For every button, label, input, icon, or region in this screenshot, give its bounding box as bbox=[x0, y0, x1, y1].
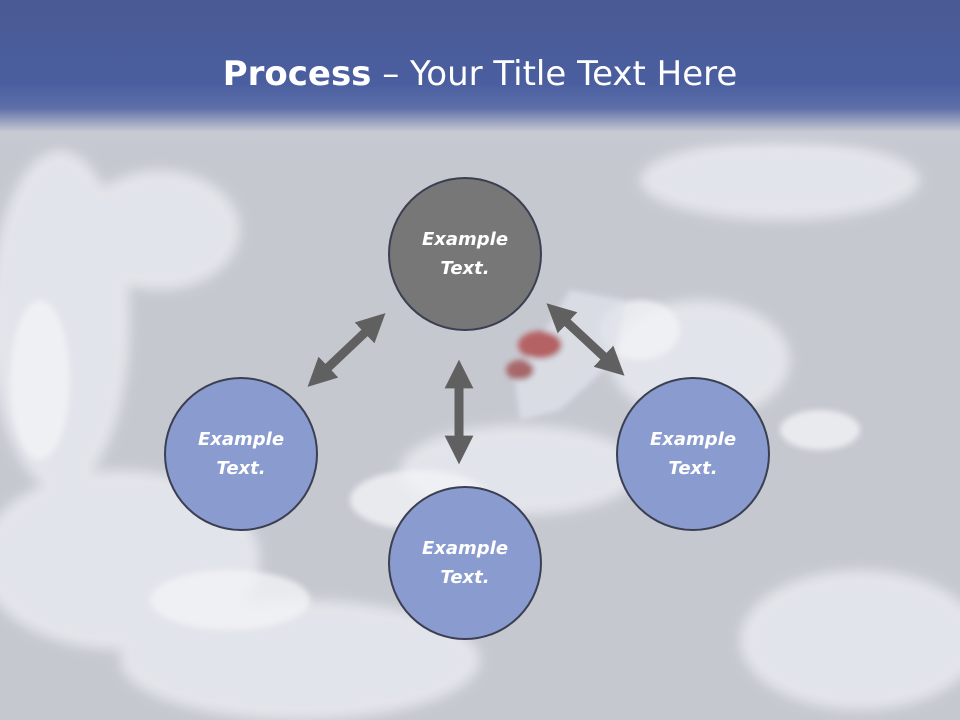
node-top[interactable]: Example Text. bbox=[388, 177, 542, 331]
node-left-label: Example Text. bbox=[197, 429, 285, 479]
node-top-label: Example Text. bbox=[421, 229, 509, 279]
arrow-top-right bbox=[546, 303, 625, 376]
title-rest: – Your Title Text Here bbox=[371, 54, 738, 94]
node-bottom-label: Example Text. bbox=[421, 538, 509, 588]
title-bold: Process bbox=[222, 54, 372, 94]
node-right-label: Example Text. bbox=[649, 429, 737, 479]
title-bar bbox=[0, 0, 960, 150]
slide-title: Process – Your Title Text Here bbox=[0, 52, 960, 96]
node-bottom[interactable]: Example Text. bbox=[388, 486, 542, 640]
node-right[interactable]: Example Text. bbox=[616, 377, 770, 531]
arrow-top-left bbox=[307, 313, 386, 387]
node-left[interactable]: Example Text. bbox=[164, 377, 318, 531]
